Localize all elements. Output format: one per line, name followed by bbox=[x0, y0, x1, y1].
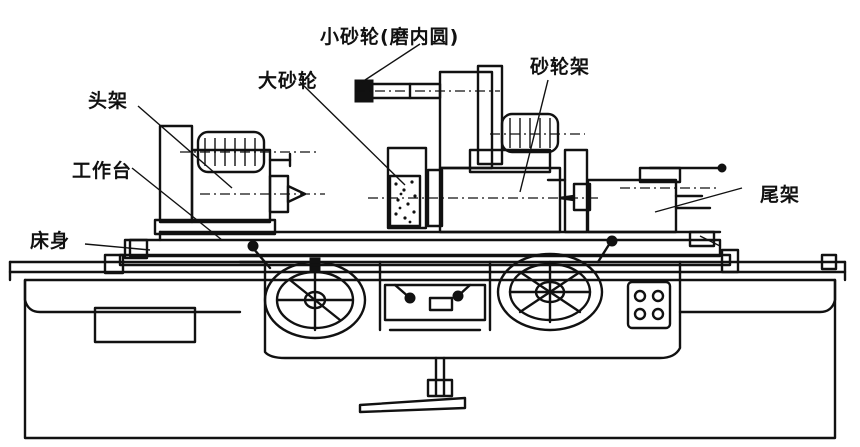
bed-nameplate bbox=[93, 306, 197, 344]
headstock bbox=[153, 124, 325, 236]
label-bed: 床身 bbox=[30, 230, 71, 252]
large-grinding-wheel bbox=[386, 146, 444, 230]
leader-lines bbox=[84, 43, 743, 251]
worktable bbox=[118, 230, 732, 267]
control-apron bbox=[238, 260, 682, 360]
label-headstock: 头架 bbox=[88, 90, 129, 112]
label-small-wheel: 小砂轮(磨内圆) bbox=[320, 26, 460, 48]
label-worktable: 工作台 bbox=[72, 160, 133, 182]
label-tailstock: 尾架 bbox=[760, 184, 801, 206]
tailstock bbox=[558, 163, 727, 234]
bed-body bbox=[8, 248, 847, 440]
foot-pedal bbox=[358, 356, 467, 414]
label-wheel-head: 砂轮架 bbox=[530, 56, 591, 78]
label-large-wheel: 大砂轮 bbox=[258, 70, 319, 92]
left-handwheel bbox=[263, 257, 367, 340]
